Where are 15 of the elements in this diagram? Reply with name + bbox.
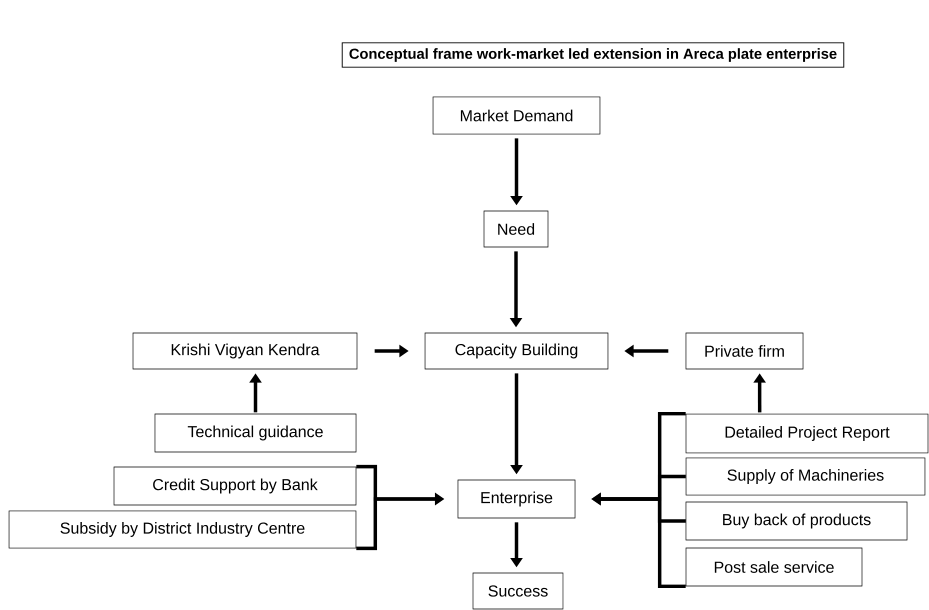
process-box: Market Demand [432,96,600,134]
process-box: Success [472,572,564,610]
process-box: Krishi Vigyan Kendra [132,332,358,370]
process-box: Capacity Building [424,332,608,370]
process-box: Private firm [686,332,804,370]
title-box: Conceptual frame work-market led extension in Areca plate enterprise [342,42,844,68]
process-box: Credit Support by Bank [114,466,356,506]
process-box: Subsidy by District Industry Centre [8,510,356,548]
process-box: Enterprise [458,480,576,518]
process-box: Detailed Project Report [686,414,928,454]
process-box: Need [484,210,548,248]
process-box: Supply of Machineries [686,458,926,496]
process-box: Technical guidance [154,414,356,452]
process-box: Post sale service [686,548,862,586]
process-box: Buy back of products [686,502,908,540]
